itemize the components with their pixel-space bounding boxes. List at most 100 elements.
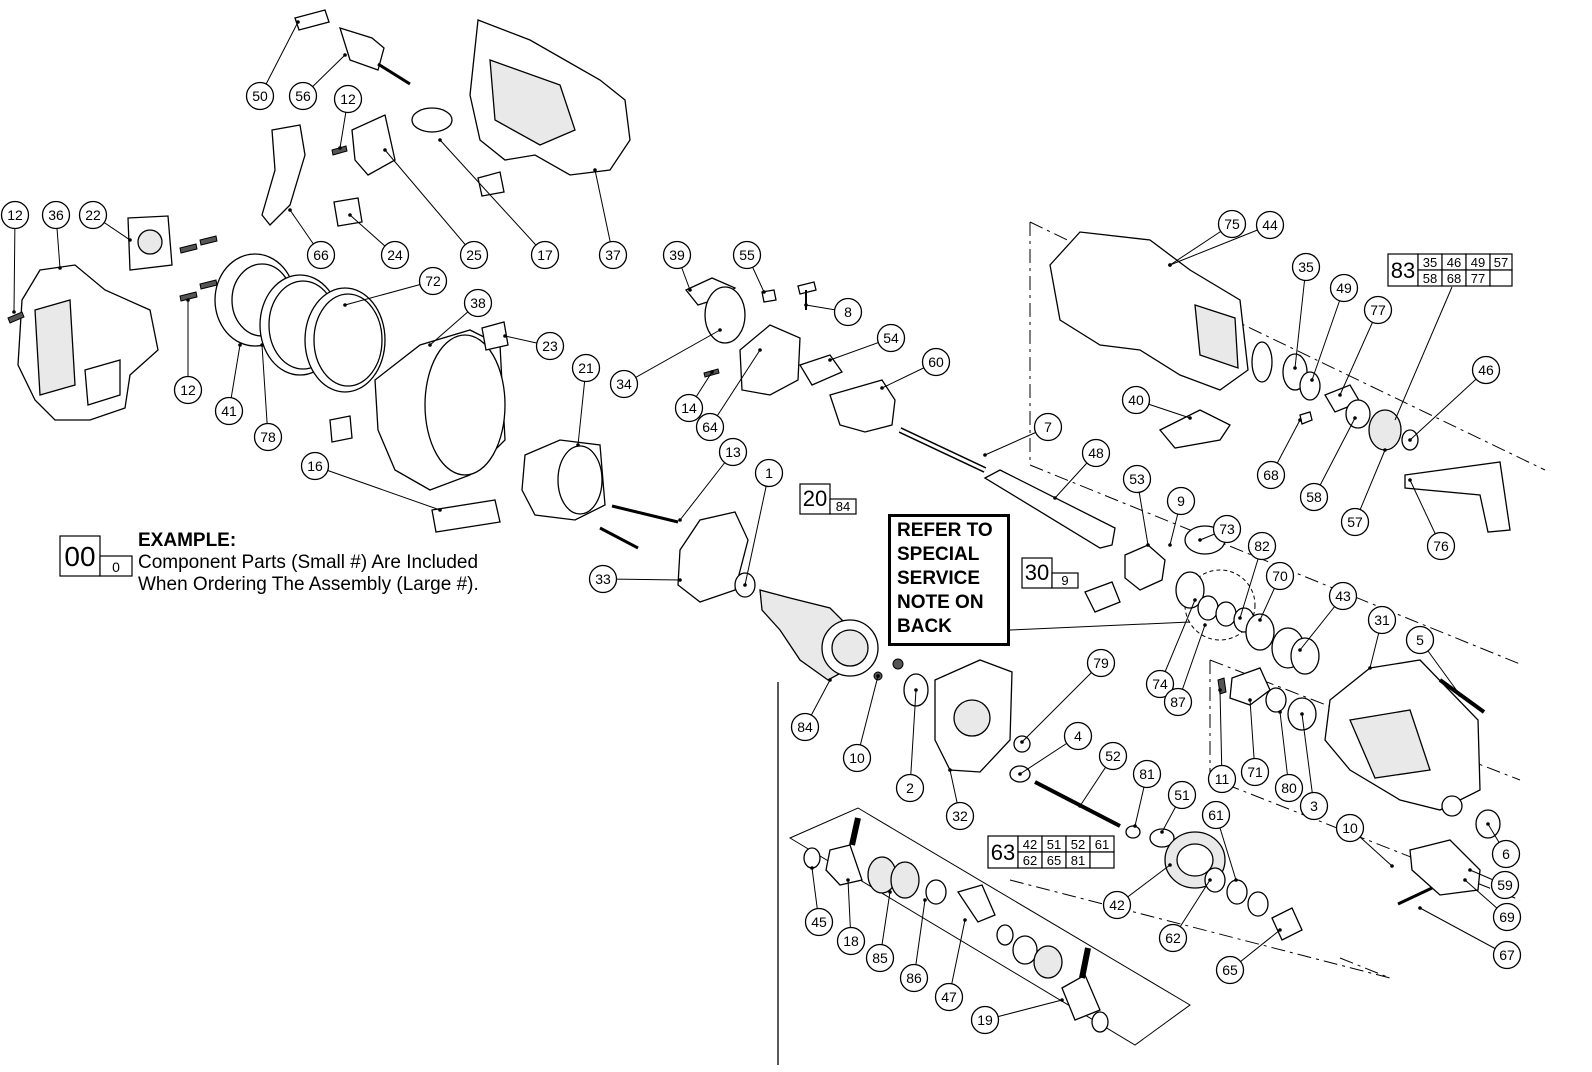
callout-number: 38 [470, 295, 486, 311]
leader-tip [888, 890, 892, 894]
callout-circle [173, 375, 203, 405]
callout-circle [588, 564, 618, 594]
callout-16: 16 [300, 451, 330, 481]
leader-tip [503, 334, 507, 338]
callout-circle [1121, 385, 1151, 415]
leader-line [744, 472, 770, 586]
callout-18: 18 [836, 926, 866, 956]
callout-number: 22 [85, 207, 101, 223]
callout-number: 65 [1222, 962, 1238, 978]
callout-circle [790, 712, 820, 742]
callout-number: 2 [906, 780, 914, 796]
callout-12: 12 [173, 375, 203, 405]
clip [261, 124, 306, 226]
leader-tip [1353, 416, 1357, 420]
assembly-box-30: 30 9 [1021, 557, 1079, 589]
leader-tip [1208, 878, 1212, 882]
callout-circle [1405, 625, 1435, 655]
svg-text:57: 57 [1494, 255, 1508, 270]
callout-number: 32 [952, 808, 968, 824]
callout-labels: 1234567891010111212121314161718192122232… [0, 81, 1522, 1035]
example-line-2: When Ordering The Assembly (Large #). [138, 574, 479, 595]
callout-circle [245, 81, 275, 111]
leader-tip [296, 20, 300, 24]
callout-3: 3 [1299, 791, 1329, 821]
callout-22: 22 [78, 200, 108, 230]
callout-7: 7 [1033, 412, 1063, 442]
callout-73: 73 [1212, 514, 1242, 544]
example-note: EXAMPLE: Component Parts (Small #) Are I… [138, 530, 479, 596]
leader-tip [343, 53, 347, 57]
callout-number: 4 [1074, 728, 1082, 744]
callout-circle [1247, 531, 1277, 561]
leader-tip [1168, 543, 1172, 547]
callout-number: 33 [595, 571, 611, 587]
callout-77: 77 [1363, 295, 1393, 325]
callout-circle [253, 422, 283, 452]
callout-5: 5 [1405, 625, 1435, 655]
shoe-lever [1158, 409, 1231, 449]
leader-tip [1408, 478, 1412, 482]
leader-line [679, 451, 734, 521]
leader-line [439, 139, 546, 256]
svg-text:61: 61 [1095, 837, 1109, 852]
bracket [1409, 839, 1481, 896]
callout-46: 46 [1471, 355, 1501, 385]
callout-number: 1 [765, 465, 773, 481]
leader-tip [923, 898, 927, 902]
callout-circle [535, 331, 565, 361]
callout-number: 31 [1374, 612, 1390, 628]
leader-tip [948, 768, 952, 772]
callout-circle [1426, 531, 1456, 561]
callout-25: 25 [459, 240, 489, 270]
callout-1: 1 [754, 458, 784, 488]
assembly-box-63: 63 42 51 52 61 62 65 81 [987, 835, 1115, 869]
leader-line [709, 349, 761, 428]
leader-tip [260, 343, 264, 347]
callout-number: 10 [849, 750, 865, 766]
wobble-shaft [956, 884, 996, 923]
leader-tip [762, 290, 766, 294]
callout-circle [1471, 355, 1501, 385]
callout-number: 78 [260, 429, 276, 445]
leader-tip [1133, 824, 1137, 828]
callout-circle [899, 963, 929, 993]
callout-number: 17 [537, 247, 553, 263]
callout-number: 64 [702, 419, 718, 435]
callout-36: 36 [41, 200, 71, 230]
callout-58: 58 [1299, 482, 1329, 512]
callout-circle [1098, 741, 1128, 771]
callout-number: 40 [1128, 392, 1144, 408]
callout-number: 52 [1105, 748, 1121, 764]
service-note-line: REFER TO [897, 520, 993, 541]
leader-tip [1298, 648, 1302, 652]
callout-76: 76 [1426, 531, 1456, 561]
baffle [677, 511, 749, 603]
callout-32: 32 [945, 801, 975, 831]
leader-line [13, 214, 16, 313]
callout-circle [1167, 780, 1197, 810]
callout-circle [1122, 464, 1152, 494]
leader-tip [1408, 438, 1412, 442]
callout-11: 11 [1207, 764, 1237, 794]
leader-tip [1238, 616, 1242, 620]
callout-number: 55 [739, 247, 755, 263]
leader-tip [1020, 740, 1024, 744]
callout-number: 67 [1499, 947, 1515, 963]
callout-60: 60 [921, 347, 951, 377]
leader-tip [743, 583, 747, 587]
callout-number: 80 [1281, 780, 1297, 796]
callout-circle [1299, 482, 1329, 512]
svg-text:49: 49 [1471, 255, 1485, 270]
callout-circle [970, 1005, 1000, 1035]
brush-plate [739, 324, 801, 396]
callout-circle [300, 451, 330, 481]
leader-tip [1146, 543, 1150, 547]
callout-number: 39 [669, 247, 685, 263]
callout-8: 8 [833, 297, 863, 327]
callout-42: 42 [1102, 890, 1132, 920]
callout-circle [1033, 412, 1063, 442]
leader-tip [718, 328, 722, 332]
callout-6: 6 [1491, 839, 1521, 869]
callout-number: 42 [1109, 897, 1125, 913]
